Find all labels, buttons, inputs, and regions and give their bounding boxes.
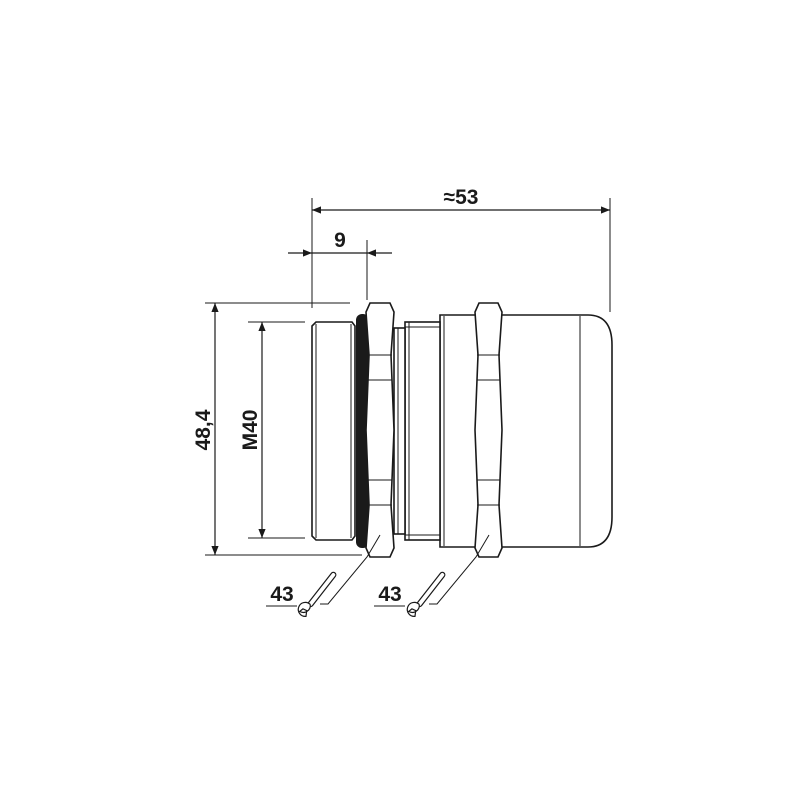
dimension-thread-length: 9 xyxy=(288,229,392,257)
inner-thread xyxy=(404,321,441,541)
dimension-overall-length: ≈53 xyxy=(312,186,610,214)
wrench-size-left: 43 xyxy=(270,583,293,606)
hex-nut-locknut xyxy=(365,302,395,558)
entry-thread xyxy=(311,321,356,541)
wrench-icon xyxy=(406,571,446,617)
thread-length-label: 9 xyxy=(334,229,346,252)
thread-size-label: M40 xyxy=(239,410,262,451)
dome-cap xyxy=(439,314,613,548)
dimension-thread-size: M40 xyxy=(239,322,266,538)
hex-width-label: 48,4 xyxy=(192,409,215,450)
wrench-callout-left: 43 xyxy=(266,534,381,617)
wrench-icon xyxy=(297,571,337,617)
wrench-callout-right: 43 xyxy=(374,534,490,617)
wrench-size-right: 43 xyxy=(378,583,401,606)
overall-length-label: ≈53 xyxy=(444,186,479,209)
sealing-ring xyxy=(356,314,369,548)
hex-nut-body xyxy=(474,302,503,558)
gland-body xyxy=(311,302,613,558)
dimension-hex-width: 48,4 xyxy=(192,303,219,555)
